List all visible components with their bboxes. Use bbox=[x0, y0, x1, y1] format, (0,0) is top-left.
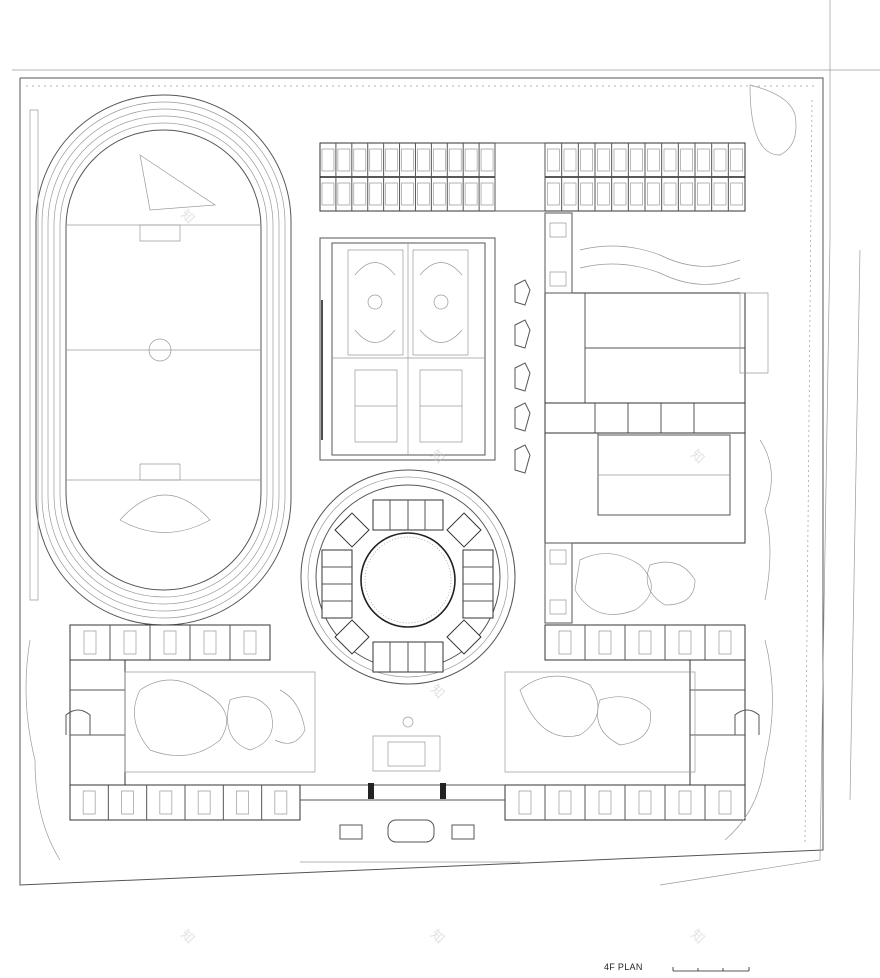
svg-text:知: 知 bbox=[687, 927, 708, 948]
svg-text:知: 知 bbox=[427, 447, 448, 468]
main-entrance bbox=[300, 717, 520, 862]
dormitory-block-west bbox=[320, 143, 495, 211]
dormitory-link bbox=[495, 143, 545, 211]
gymnasium bbox=[545, 213, 768, 623]
drawing-title: 4F PLAN bbox=[604, 962, 643, 972]
central-rotunda bbox=[301, 470, 515, 684]
svg-text:知: 知 bbox=[177, 207, 198, 228]
svg-text:知: 知 bbox=[427, 682, 448, 703]
teaching-wing-east bbox=[505, 625, 759, 820]
svg-text:知: 知 bbox=[177, 927, 198, 948]
scale-bar bbox=[672, 967, 750, 972]
running-track bbox=[30, 95, 291, 625]
sports-courts bbox=[320, 238, 495, 460]
walkway-pods bbox=[515, 280, 530, 473]
site-boundary bbox=[12, 0, 880, 885]
svg-text:知: 知 bbox=[427, 927, 448, 948]
landscape-courtyards bbox=[26, 85, 796, 860]
dormitory-block-east bbox=[545, 143, 745, 211]
teaching-wing-west bbox=[66, 625, 315, 820]
